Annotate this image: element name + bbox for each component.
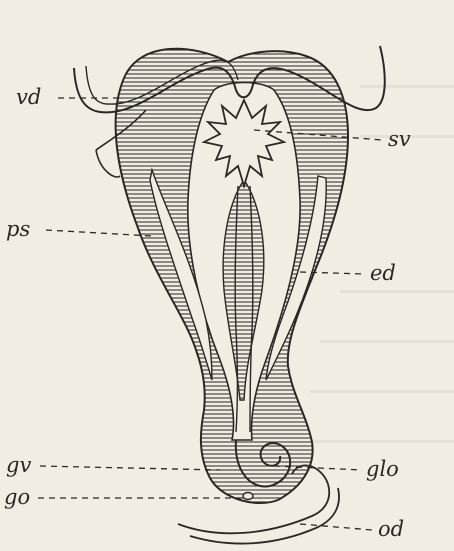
label-vd: vd [16, 85, 41, 109]
label-ps: ps [6, 217, 30, 241]
label-gv: gv [6, 453, 31, 477]
label-ed: ed [370, 261, 396, 285]
genital-opening-dot [243, 493, 253, 500]
label-go: go [4, 485, 30, 509]
label-od: od [378, 517, 404, 541]
label-sv: sv [388, 127, 411, 151]
label-glo: glo [366, 457, 399, 481]
